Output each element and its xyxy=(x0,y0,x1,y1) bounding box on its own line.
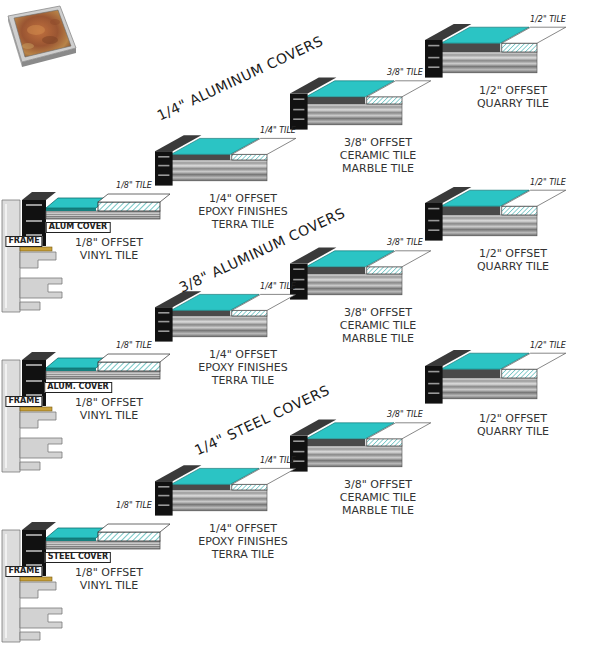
quarter-inch-profile xyxy=(155,135,296,185)
half-inch-profile xyxy=(425,350,566,404)
tile-label: 1/8" TILE xyxy=(116,181,152,191)
part-label: FRAME xyxy=(5,396,42,407)
tile-label: 3/8" TILE xyxy=(387,238,423,248)
part-label: FRAME xyxy=(5,566,42,577)
offset-caption: 1/4" OFFSET EPOXY FINISHES TERRA TILE xyxy=(194,192,292,232)
quarter-inch-profile xyxy=(155,291,296,341)
tile-label: 1/4" TILE xyxy=(260,456,296,466)
tile-label: 1/4" TILE xyxy=(260,282,296,292)
offset-caption: 1/2" OFFSET QUARRY TILE xyxy=(464,412,562,438)
offset-caption: 1/4" OFFSET EPOXY FINISHES TERRA TILE xyxy=(194,348,292,388)
offset-caption: 3/8" OFFSET CERAMIC TILE MARBLE TILE xyxy=(329,136,427,176)
offset-caption: 1/8" OFFSET VINYL TILE xyxy=(60,396,158,422)
tile-label: 3/8" TILE xyxy=(387,68,423,78)
frame-profile xyxy=(2,522,170,642)
tile-label: 1/2" TILE xyxy=(530,178,566,188)
offset-caption: 1/4" OFFSET EPOXY FINISHES TERRA TILE xyxy=(194,522,292,562)
offset-caption: 1/2" OFFSET QUARRY TILE xyxy=(464,247,562,273)
hatch-photo xyxy=(8,6,76,67)
offset-caption: 3/8" OFFSET CERAMIC TILE MARBLE TILE xyxy=(329,478,427,518)
offset-caption: 3/8" OFFSET CERAMIC TILE MARBLE TILE xyxy=(329,306,427,346)
three-eighth-profile xyxy=(290,420,431,472)
half-inch-profile xyxy=(425,24,566,78)
part-label: FRAME xyxy=(5,236,42,247)
offset-caption: 1/8" OFFSET VINYL TILE xyxy=(60,566,158,592)
tile-label: 3/8" TILE xyxy=(387,410,423,420)
tile-label: 1/8" TILE xyxy=(116,501,152,511)
frame-profile xyxy=(2,192,170,312)
part-label: ALUM COVER xyxy=(46,222,111,233)
part-label: ALUM. COVER xyxy=(44,382,112,393)
tile-label: 1/2" TILE xyxy=(530,15,566,25)
three-eighth-profile xyxy=(290,248,431,300)
offset-caption: 1/8" OFFSET VINYL TILE xyxy=(60,236,158,262)
three-eighth-profile xyxy=(290,78,431,130)
frame-profile xyxy=(2,352,170,472)
tile-label: 1/4" TILE xyxy=(260,126,296,136)
half-inch-profile xyxy=(425,187,566,241)
quarter-inch-profile xyxy=(155,465,296,515)
tile-label: 1/8" TILE xyxy=(116,341,152,351)
tile-label: 1/2" TILE xyxy=(530,341,566,351)
part-label: STEEL COVER xyxy=(45,552,111,563)
offset-caption: 1/2" OFFSET QUARRY TILE xyxy=(464,84,562,110)
